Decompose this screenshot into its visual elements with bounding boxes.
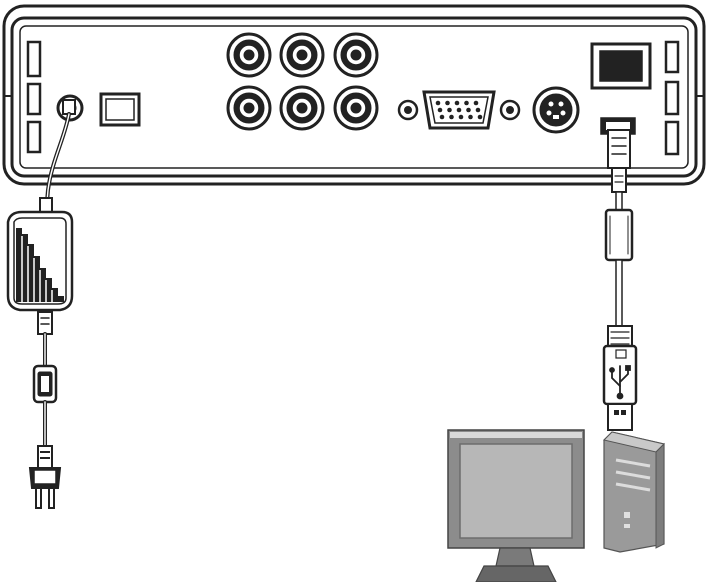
ac-adapter-icon <box>6 210 74 312</box>
vga-pin <box>435 100 441 106</box>
monitor-icon <box>447 429 585 582</box>
desktop-tower-icon <box>603 431 665 553</box>
right-vent-slots <box>664 40 680 156</box>
rca-jack <box>279 32 325 78</box>
ac-cord <box>32 311 58 450</box>
left-vent-slots <box>26 40 42 154</box>
vga-pin <box>458 114 464 120</box>
vga-pin <box>437 107 443 113</box>
vga-pin <box>464 100 469 106</box>
s-video-port <box>532 86 580 134</box>
vga-pin <box>454 100 460 106</box>
vga-pin <box>473 100 479 106</box>
two-prong-plug-icon <box>28 445 62 509</box>
vga-pin <box>477 114 483 120</box>
usb-cable-icon <box>602 129 638 431</box>
vga-pin <box>445 100 450 106</box>
usb-logo-icon <box>609 365 631 400</box>
vga-pin <box>466 107 471 113</box>
power-switch <box>590 42 652 90</box>
rca-jack <box>333 85 379 131</box>
vga-pin <box>456 107 462 113</box>
rca-jack <box>279 85 325 131</box>
vga-pin <box>468 114 473 120</box>
vga-pin <box>449 114 454 120</box>
rca-jack <box>226 32 272 78</box>
optical-port <box>99 92 141 127</box>
vga-pin <box>439 114 445 120</box>
vga-pins <box>435 100 483 120</box>
vga-pin <box>447 107 452 113</box>
vga-pin <box>475 107 481 113</box>
rca-jack <box>226 85 272 131</box>
power-cable <box>39 99 76 216</box>
rca-jack <box>333 32 379 78</box>
rca-ports <box>226 32 379 131</box>
